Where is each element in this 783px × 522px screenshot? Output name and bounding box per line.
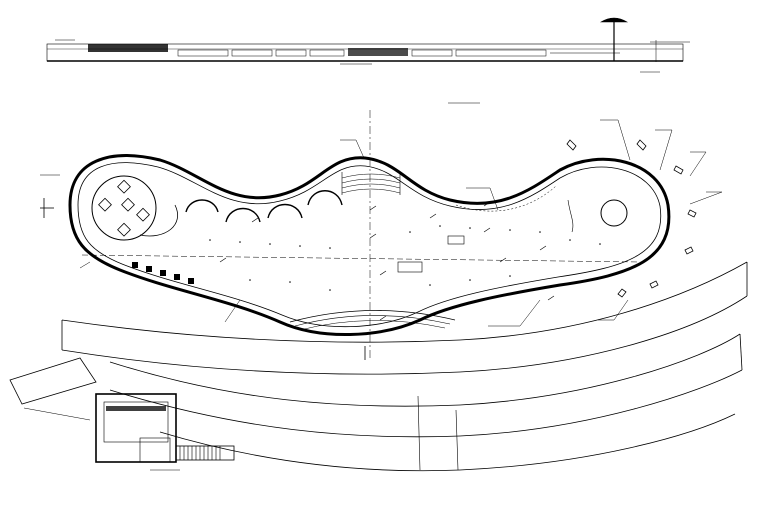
section-dense-block — [88, 44, 168, 52]
steps-top-treads — [341, 173, 401, 194]
pool-plan — [40, 110, 723, 360]
annex-stair-hatch — [179, 446, 221, 460]
section-panel-5 — [411, 49, 453, 57]
pool-deck-outer-edge — [68, 154, 671, 337]
planter-diamond-4 — [136, 207, 150, 222]
planter-diamond-3 — [121, 197, 135, 212]
lounger-2 — [146, 266, 152, 272]
road-edge-5 — [159, 413, 736, 472]
island-planter-circle — [91, 175, 157, 241]
section-panel-1 — [177, 49, 229, 57]
road-cap-right-2 — [739, 333, 743, 371]
pool-centre-axis — [81, 254, 641, 263]
right-round-planter — [600, 199, 628, 227]
road-edge-3 — [109, 333, 741, 407]
curved-roads — [9, 261, 748, 472]
building-equipment-row — [106, 406, 166, 411]
lounger-1 — [132, 262, 138, 268]
lounger-5 — [188, 278, 194, 284]
grid-dots — [209, 225, 601, 291]
section-panel-2 — [231, 49, 273, 57]
lounger-3 — [160, 270, 166, 276]
building-outer-wall — [95, 393, 177, 463]
section-panel-4 — [309, 49, 345, 57]
deck-hatch-band — [455, 185, 557, 212]
planter-diamond-1 — [117, 179, 131, 194]
centre-note-box-2 — [447, 235, 465, 245]
umbrella-canopy — [599, 17, 629, 23]
cabana-arch-2 — [225, 207, 261, 223]
planter-diamond-2 — [98, 197, 112, 212]
cabana-arch-3 — [267, 203, 303, 219]
road-edge-4 — [109, 369, 743, 438]
planter-diamond-5 — [117, 222, 131, 237]
island-curve — [139, 204, 178, 237]
lounger-4 — [174, 274, 180, 280]
steps-bottom-edge-1 — [289, 310, 456, 323]
road-cross-lines — [417, 395, 459, 471]
steps-bottom-edge-3 — [299, 320, 446, 331]
building-side-room — [139, 437, 171, 463]
centre-note-box — [397, 261, 423, 273]
steps-bottom-edge-2 — [294, 315, 451, 327]
section-panel-3 — [275, 49, 307, 57]
building-annex — [175, 445, 235, 461]
cabana-arch-4 — [307, 190, 343, 206]
lamp-posts — [566, 139, 697, 298]
building-leader — [23, 407, 91, 421]
road-edge-1 — [61, 261, 748, 343]
level-markers — [219, 201, 555, 321]
steps-top-sides — [341, 172, 401, 195]
cabana-arch-1 — [185, 199, 219, 213]
callout-leaders — [40, 119, 723, 327]
pool-water-edge — [77, 162, 662, 328]
right-inner-curve — [567, 199, 574, 233]
building-plan — [23, 393, 235, 471]
road-edge-2 — [61, 295, 748, 375]
building-main-room — [103, 401, 169, 443]
section-elevation — [46, 17, 690, 73]
section-panel-6 — [455, 49, 547, 57]
road-spur-left — [9, 357, 97, 405]
section-dense-block-2 — [348, 48, 408, 56]
